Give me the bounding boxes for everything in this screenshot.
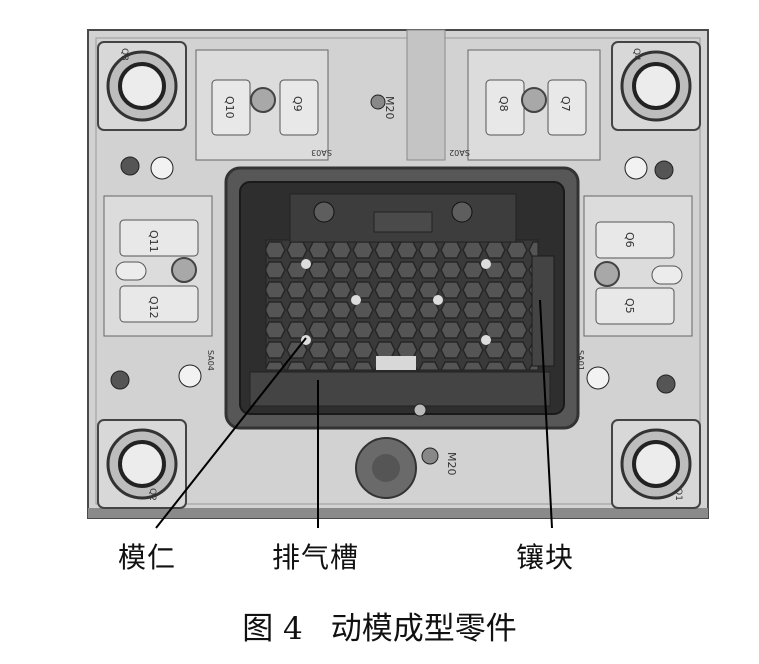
corner-bosses [97, 41, 701, 509]
mark-corner-q4: Q4 [631, 48, 641, 61]
mark-q5: Q5 [623, 298, 636, 314]
plate-holes [110, 94, 676, 465]
mark-sa04: SA04 [206, 350, 215, 371]
mark-m20-bottom: M20 [445, 452, 458, 476]
leader-line-insert-block [539, 299, 553, 529]
corner-boss-bottom-left [97, 419, 187, 509]
leader-line-cavity-insert [155, 337, 307, 529]
mark-m20-top: M20 [383, 96, 396, 120]
mark-corner-q1: Q1 [673, 488, 683, 501]
mark-sa01: SA01 [576, 350, 585, 371]
part-marks: Q10 Q9 Q8 Q7 Q11 Q12 Q6 Q5 M20 M20 Q3 Q4… [119, 48, 683, 501]
mark-q10: Q10 [223, 96, 236, 119]
mark-sa03: SA03 [311, 148, 332, 157]
cavity-insert [224, 166, 580, 430]
figure-caption: 图 4 动模成型零件 [0, 603, 759, 648]
mark-sa02: SA02 [449, 148, 470, 157]
mark-q11: Q11 [147, 230, 160, 253]
sprue-button [355, 437, 417, 499]
figure-title: 动模成型零件 [330, 611, 517, 647]
leader-lines [155, 299, 553, 529]
mark-q6: Q6 [623, 232, 636, 248]
corner-boss-top-left [97, 41, 187, 131]
mark-corner-q2: Q2 [147, 488, 157, 501]
corner-boss-bottom-right [611, 419, 701, 509]
figure-number: 图 4 [242, 611, 303, 647]
mark-q9: Q9 [291, 96, 304, 112]
callout-vent-groove: 排气槽 [272, 541, 360, 574]
side-pads [103, 49, 693, 337]
mark-q12: Q12 [147, 296, 160, 319]
callout-cavity-insert: 模仁 [118, 541, 177, 574]
mark-q8-top: Q8 [497, 96, 510, 112]
mark-q7: Q7 [559, 96, 572, 112]
corner-boss-top-right [611, 41, 701, 131]
mark-corner-q3: Q3 [119, 48, 129, 61]
callout-insert-block: 镶块 [516, 541, 575, 574]
